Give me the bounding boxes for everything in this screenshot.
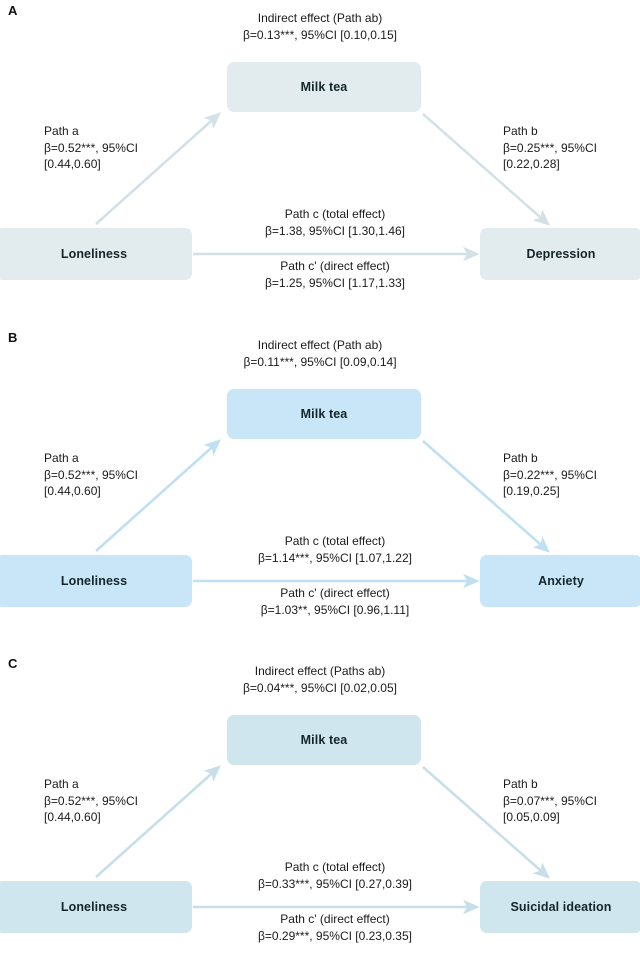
- label-path-a: Path a β=0.52***, 95%CI [0.44,0.60]: [44, 124, 138, 171]
- node-predictor: Loneliness: [0, 555, 192, 607]
- label-indirect-effect: Indirect effect (Path ab) β=0.11***, 95%…: [243, 338, 397, 369]
- label-path-a: Path a β=0.52***, 95%CI [0.44,0.60]: [44, 777, 138, 824]
- label-path-b: Path b β=0.07***, 95%CI [0.05,0.09]: [503, 777, 597, 824]
- node-outcome: Suicidal ideation: [480, 881, 640, 933]
- node-mediator: Milk tea: [227, 715, 421, 765]
- node-outcome: Anxiety: [480, 555, 640, 607]
- label-path-c-prime: Path c' (direct effect) β=1.25, 95%CI [1…: [265, 259, 405, 290]
- node-outcome: Depression: [480, 228, 640, 280]
- panel-letter-b: B: [8, 330, 18, 345]
- panel-b: B Indirect effect (Path ab) β=0.11***, 9…: [0, 327, 640, 647]
- panel-a: A Indirect effect (Path ab) β=0.13***, 9…: [0, 0, 640, 320]
- panel-c: C Indirect effect (Paths ab) β=0.04***, …: [0, 653, 640, 973]
- panel-letter-a: A: [8, 3, 18, 18]
- node-predictor: Loneliness: [0, 228, 192, 280]
- label-path-c: Path c (total effect) β=0.33***, 95%CI […: [257, 860, 412, 891]
- label-path-c: Path c (total effect) β=1.14***, 95%CI […: [257, 534, 412, 565]
- node-mediator: Milk tea: [227, 62, 421, 112]
- node-predictor: Loneliness: [0, 881, 192, 933]
- label-path-a: Path a β=0.52***, 95%CI [0.44,0.60]: [44, 451, 138, 498]
- label-path-c: Path c (total effect) β=1.38, 95%CI [1.3…: [265, 207, 405, 238]
- label-path-b: Path b β=0.22***, 95%CI [0.19,0.25]: [503, 451, 597, 498]
- label-path-b: Path b β=0.25***, 95%CI [0.22,0.28]: [503, 124, 597, 171]
- label-path-c-prime: Path c' (direct effect) β=1.03**, 95%CI …: [260, 586, 410, 617]
- panel-letter-c: C: [8, 656, 18, 671]
- label-path-c-prime: Path c' (direct effect) β=0.29***, 95%CI…: [257, 912, 412, 943]
- label-indirect-effect: Indirect effect (Path ab) β=0.13***, 95%…: [242, 11, 397, 42]
- label-indirect-effect: Indirect effect (Paths ab) β=0.04***, 95…: [242, 664, 397, 695]
- node-mediator: Milk tea: [227, 389, 421, 439]
